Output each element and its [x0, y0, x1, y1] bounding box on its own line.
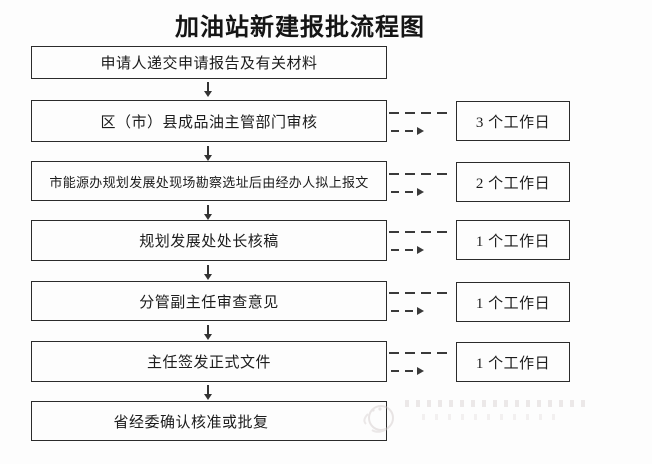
flow-step-5: 分管副主任审查意见	[31, 281, 387, 321]
flow-step-6-label: 主任签发正式文件	[146, 355, 271, 371]
down-arrow-icon	[204, 265, 211, 280]
dashed-arrow-icon	[391, 307, 424, 315]
duration-box-step-2: 3 个工作日	[456, 101, 570, 141]
flow-step-1: 申请人递交申请报告及有关材料	[31, 46, 387, 79]
dashed-connector	[389, 112, 453, 114]
dashed-arrow-icon	[391, 367, 424, 375]
flow-step-6: 主任签发正式文件	[31, 341, 387, 382]
duration-label: 2 个工作日	[475, 175, 551, 192]
flow-step-2: 区（市）县成品油主管部门审核	[31, 100, 387, 142]
down-arrow-icon	[204, 82, 211, 97]
duration-box-step-5: 1 个工作日	[456, 282, 570, 322]
duration-label: 3 个工作日	[475, 114, 551, 131]
duration-box-step-3: 2 个工作日	[456, 162, 570, 202]
duration-label: 1 个工作日	[475, 355, 551, 372]
flow-step-5-label: 分管副主任审查意见	[139, 294, 279, 311]
flow-step-7: 省经委确认核准或批复	[31, 401, 387, 441]
page-title: 加油站新建报批流程图	[175, 15, 425, 41]
flow-step-3-label: 市能源办规划发展处现场勘察选址后由经办人拟上报文	[49, 174, 369, 190]
dashed-arrow-icon	[391, 188, 424, 196]
flow-step-4-label: 规划发展处处长核稿	[139, 234, 279, 250]
duration-box-step-4: 1 个工作日	[456, 220, 570, 260]
flow-step-7-label: 省经委确认核准或批复	[113, 414, 269, 431]
dashed-connector	[389, 292, 453, 294]
dashed-arrow-icon	[391, 127, 424, 135]
dashed-connector	[389, 352, 453, 354]
down-arrow-icon	[204, 325, 211, 340]
flow-step-1-label: 申请人递交申请报告及有关材料	[100, 56, 318, 72]
watermark-text-smudge	[405, 400, 590, 407]
dashed-arrow-icon	[391, 246, 424, 254]
dashed-connector	[389, 231, 453, 233]
down-arrow-icon	[204, 385, 211, 400]
flow-step-4: 规划发展处处长核稿	[31, 220, 387, 261]
flow-step-2-label: 区（市）县成品油主管部门审核	[100, 114, 318, 131]
down-arrow-icon	[204, 205, 211, 220]
dashed-connector	[389, 173, 453, 175]
flow-step-3: 市能源办规划发展处现场勘察选址后由经办人拟上报文	[31, 161, 387, 201]
duration-box-step-6: 1 个工作日	[456, 342, 570, 382]
watermark-text-smudge	[422, 414, 562, 420]
duration-label: 1 个工作日	[475, 295, 551, 312]
down-arrow-icon	[204, 146, 211, 161]
duration-label: 1 个工作日	[475, 233, 551, 250]
